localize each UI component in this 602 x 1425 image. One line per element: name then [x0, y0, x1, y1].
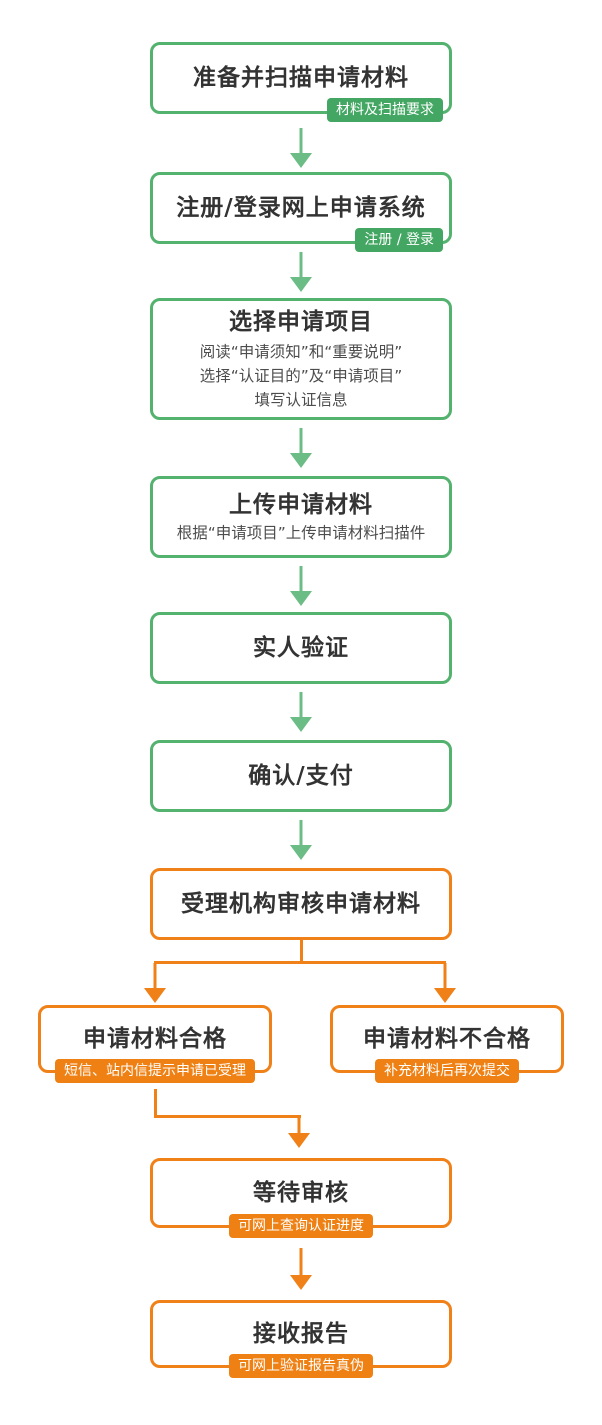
arrow-down-icon [290, 566, 312, 606]
resubmit-notice-badge: 补充材料后再次提交 [375, 1059, 519, 1083]
node-title: 申请材料不合格 [363, 1026, 531, 1052]
materials-requirements-link[interactable]: 材料及扫描要求 [327, 98, 443, 122]
node-upload-materials: 上传申请材料 根据“申请项目”上传申请材料扫描件 [150, 476, 452, 558]
node-register-login: 注册/登录网上申请系统 注册 / 登录 [150, 172, 452, 252]
arrow-down-icon [290, 820, 312, 860]
node-title: 上传申请材料 [229, 491, 373, 518]
node-identity-verification: 实人验证 [150, 612, 452, 684]
node-subtext: 选择“认证目的”及“申请项目” [199, 366, 403, 385]
progress-query-badge: 可网上查询认证进度 [229, 1214, 373, 1238]
node-prepare-materials: 准备并扫描申请材料 材料及扫描要求 [150, 42, 452, 122]
connector-line [154, 961, 446, 964]
arrow-down-icon [290, 1248, 312, 1290]
arrow-down-icon [290, 128, 312, 168]
node-title: 受理机构审核申请材料 [181, 891, 421, 917]
node-confirm-payment: 确认/支付 [150, 740, 452, 812]
node-title: 准备并扫描申请材料 [193, 65, 409, 91]
node-wait-review: 等待审核 可网上查询认证进度 [150, 1158, 452, 1238]
connector-line [300, 940, 303, 964]
node-title: 申请材料合格 [83, 1026, 227, 1052]
node-title: 实人验证 [253, 635, 349, 661]
node-materials-qualified: 申请材料合格 短信、站内信提示申请已受理 [38, 1005, 272, 1083]
connector-line [154, 1115, 301, 1118]
node-subtext: 阅读“申请须知”和“重要说明” [199, 342, 403, 361]
node-receive-report: 接收报告 可网上验证报告真伪 [150, 1300, 452, 1378]
report-verify-badge: 可网上验证报告真伪 [229, 1354, 373, 1378]
node-subtext: 填写认证信息 [254, 390, 348, 409]
node-title: 接收报告 [253, 1321, 349, 1347]
qualified-notice-badge: 短信、站内信提示申请已受理 [55, 1059, 255, 1083]
arrow-down-icon [290, 692, 312, 732]
register-login-link[interactable]: 注册 / 登录 [355, 228, 443, 252]
arrow-down-icon [288, 1115, 310, 1148]
arrow-down-icon [144, 963, 166, 1003]
arrow-down-icon [434, 963, 456, 1003]
arrow-down-icon [290, 252, 312, 292]
node-title: 等待审核 [253, 1180, 349, 1206]
node-title: 注册/登录网上申请系统 [176, 195, 426, 221]
node-materials-unqualified: 申请材料不合格 补充材料后再次提交 [330, 1005, 564, 1083]
node-title: 确认/支付 [248, 763, 354, 789]
node-title: 选择申请项目 [229, 308, 373, 335]
node-select-project: 选择申请项目 阅读“申请须知”和“重要说明” 选择“认证目的”及“申请项目” 填… [150, 298, 452, 420]
connector-line [154, 1089, 157, 1118]
node-agency-review: 受理机构审核申请材料 [150, 868, 452, 940]
node-subtext: 根据“申请项目”上传申请材料扫描件 [176, 523, 426, 542]
arrow-down-icon [290, 428, 312, 468]
